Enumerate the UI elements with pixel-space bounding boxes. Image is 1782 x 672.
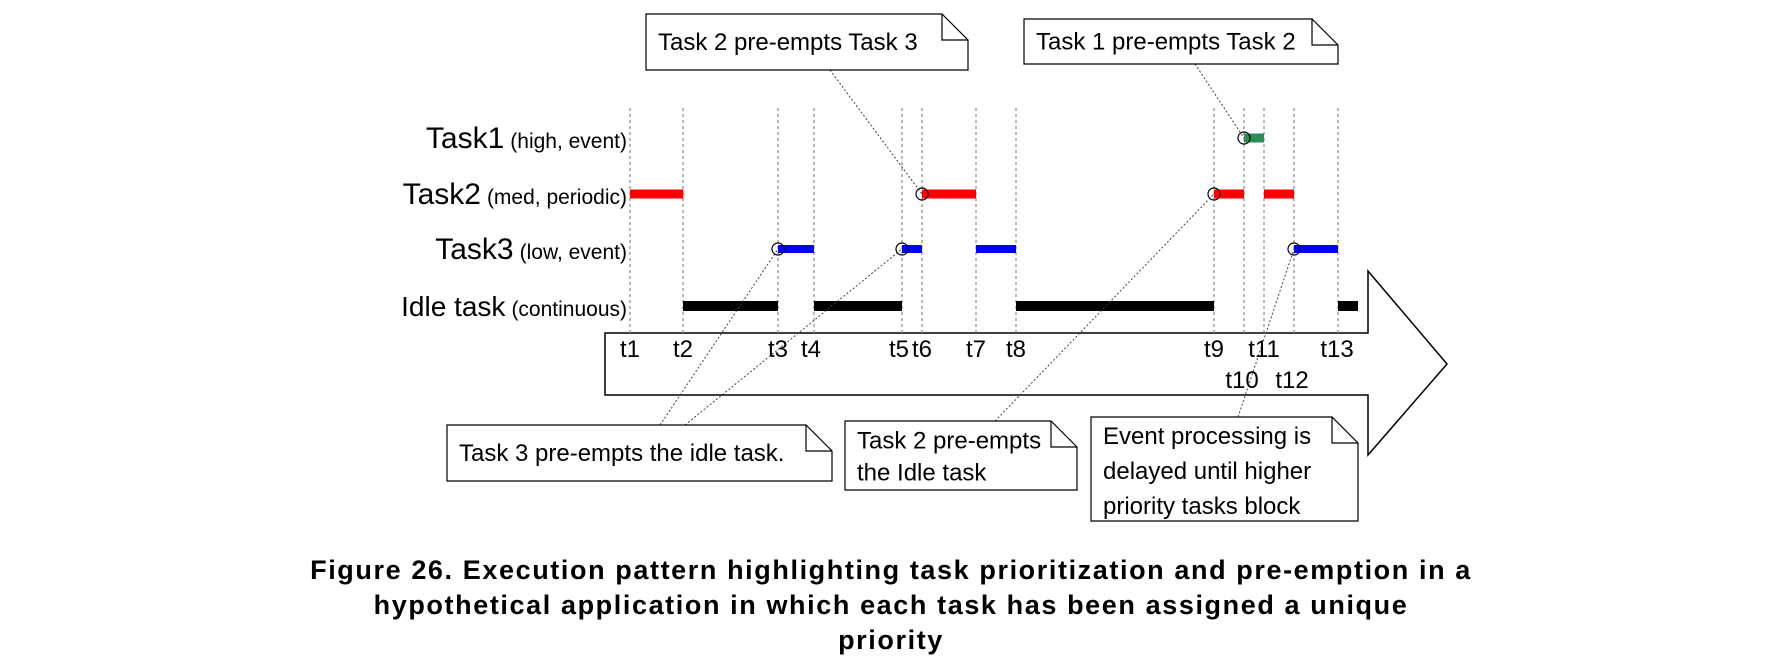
segment-task1-t10	[1244, 133, 1264, 143]
tick-label-t1: t1	[620, 336, 640, 363]
figure-caption: Figure 26. Execution pattern highlightin…	[200, 553, 1582, 658]
segment-task3-t7	[976, 245, 1016, 253]
tick-label-t5: t5	[889, 336, 909, 363]
callout-text: priority tasks block	[1103, 493, 1301, 520]
callout-box	[645, 13, 969, 71]
tick-label-t11: t11	[1248, 336, 1280, 363]
callout-text: the Idle task	[857, 459, 987, 486]
tick-label-t13: t13	[1320, 336, 1353, 363]
leader-line-5	[1237, 248, 1295, 418]
segment-idle-t2	[683, 301, 778, 311]
segment-task3-t5	[902, 245, 922, 253]
tick-label-t6: t6	[912, 336, 932, 363]
leader-line-0	[829, 69, 923, 195]
callout-box	[844, 420, 1078, 491]
caption-line: hypothetical application in which each t…	[373, 590, 1409, 620]
timeline-arrow	[604, 268, 1448, 458]
callout-c2: Task 1 pre-empts Task 2	[1023, 18, 1339, 65]
tick-label-t7: t7	[966, 336, 986, 363]
preempt-circle-task3-t12	[1287, 242, 1301, 256]
tick-label-t9: t9	[1204, 336, 1224, 363]
task-detail: (high, event)	[510, 130, 627, 153]
callout-fold	[1311, 19, 1338, 46]
tick-label-t8: t8	[1006, 336, 1026, 363]
leader-line-2	[659, 248, 779, 426]
callout-text: Task 2 pre-empts Task 3	[658, 29, 918, 56]
task-detail: (low, event)	[520, 241, 627, 264]
callout-text: Event processing is	[1103, 423, 1311, 450]
callout-box	[1023, 18, 1339, 65]
leader-line-3	[684, 248, 903, 426]
task-name: Idle task	[401, 291, 506, 322]
callout-box	[446, 424, 833, 482]
callout-box	[1090, 416, 1359, 522]
tick-label-t2: t2	[673, 336, 693, 363]
task-name: Task3	[435, 233, 513, 266]
segment-task3-t12	[1294, 245, 1338, 253]
task-detail: (med, periodic)	[487, 186, 627, 209]
preempt-circle-task3-t3	[771, 242, 785, 256]
segment-task2-t9	[1214, 189, 1244, 199]
callout-c3: Task 3 pre-empts the idle task.	[446, 424, 833, 482]
segment-idle-t4	[814, 301, 902, 311]
segment-task3-t3	[778, 245, 814, 253]
callout-fold	[1331, 417, 1358, 444]
callout-text: Task 1 pre-empts Task 2	[1036, 28, 1296, 55]
callout-text: Task 2 pre-empts	[857, 427, 1041, 454]
preempt-circle-task2-t9	[1207, 187, 1221, 201]
segment-idle-t13	[1338, 301, 1358, 311]
task-label-idle: Idle task(continuous)	[401, 291, 627, 322]
task-label-task1: Task1 (high, event)	[426, 122, 627, 155]
task-detail: (continuous)	[511, 298, 627, 321]
segment-task2-t1	[630, 189, 683, 199]
task-label-task3: Task3 (low, event)	[435, 233, 627, 266]
callout-c1: Task 2 pre-empts Task 3	[645, 13, 969, 71]
preempt-circle-task1-t10	[1237, 131, 1251, 145]
tick-label-t3: t3	[768, 336, 788, 363]
caption-line: priority	[838, 625, 944, 655]
callout-fold	[941, 14, 968, 41]
callout-c4: Task 2 pre-empts the Idle task	[844, 420, 1078, 491]
callout-fold	[1050, 421, 1077, 448]
task-label-task2: Task2 (med, periodic)	[403, 178, 627, 211]
callout-text: delayed until higher	[1103, 458, 1311, 485]
callout-c5: Event processing is delayed until higher p…	[1090, 416, 1359, 522]
segment-task2-t11	[1264, 189, 1294, 199]
leader-line-4	[994, 193, 1215, 422]
callout-fold	[805, 425, 832, 452]
callout-text: Task 3 pre-empts the idle task.	[459, 440, 784, 467]
leader-line-1	[1194, 63, 1245, 139]
segment-idle-t8	[1016, 301, 1214, 311]
task-name: Task2	[403, 178, 481, 211]
tick-label-t10: t10	[1225, 367, 1258, 394]
tick-label-t12: t12	[1275, 367, 1308, 394]
tick-label-t4: t4	[801, 336, 821, 363]
segment-task2-t6	[922, 189, 976, 199]
preempt-circle-task2-t6	[915, 187, 929, 201]
preempt-circle-task3-t5	[895, 242, 909, 256]
task-name: Task1	[426, 122, 504, 155]
caption-line: Figure 26. Execution pattern highlightin…	[310, 555, 1472, 585]
